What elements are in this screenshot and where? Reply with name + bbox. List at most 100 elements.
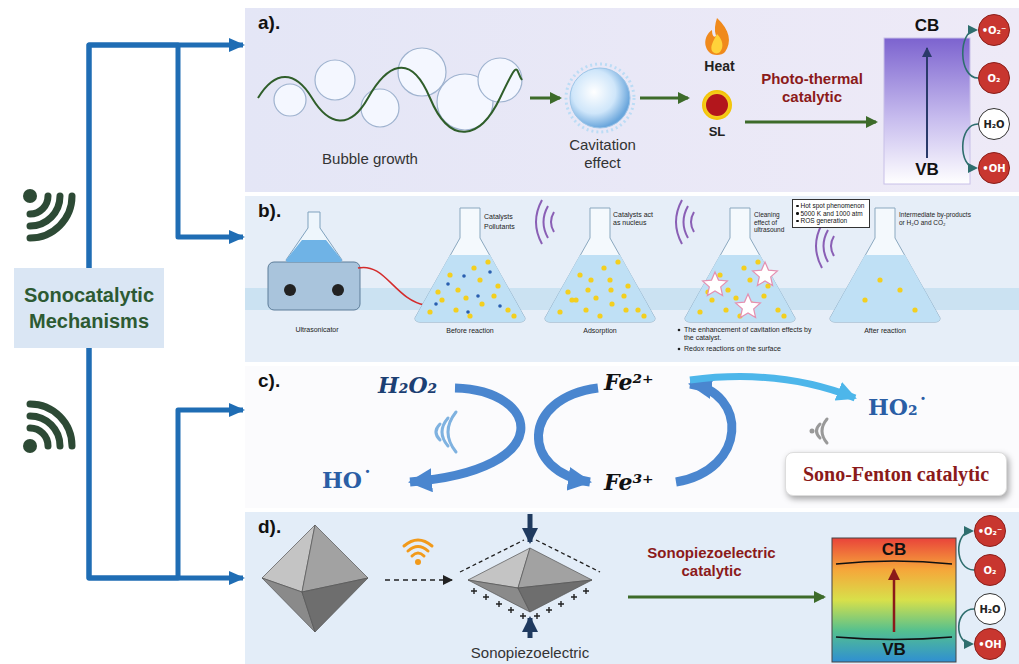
band-label: VB [882,640,906,660]
ultrasonicator [332,284,344,296]
flow-arrow [640,97,688,100]
sound-icon [412,553,424,556]
bullet-dot [678,329,681,332]
band-label: CB [882,540,907,560]
connector [89,45,243,268]
bullet-dot [678,348,681,351]
callout-text: Pollutants [484,223,534,231]
species-circle: •OH [974,628,1006,660]
strained-crystal [518,580,592,612]
bubble-growth [315,60,355,100]
stage-label: Adsorption [550,327,650,335]
ultrasonicator [268,262,360,310]
sound-icon [23,189,37,203]
chem-species: H₂O₂ [378,372,458,398]
sound-icon [30,196,72,238]
cavitation-bubble [566,64,634,132]
sound-icon [448,412,456,452]
octahedron-crystal [302,578,368,632]
note-line: Hot spot phenomenon [796,202,866,210]
flame-icon [711,34,722,53]
sonoluminescence-icon [702,90,732,120]
bubble-growth [361,89,399,127]
connector [89,45,243,268]
bullet-dot [796,220,799,223]
sound-icon [817,424,821,438]
ultrasonicator [268,212,425,310]
sound-icon [404,540,432,565]
bullet-dot [796,212,799,215]
flask [545,255,655,322]
bubble-growth [398,48,446,96]
band-gap [884,38,970,184]
sound-icon [415,559,421,565]
chem-species: HO₂˙ [868,394,958,420]
flask [736,294,761,318]
species-label: O₂ [984,565,997,576]
species-label: •O₂⁻ [982,25,1007,36]
cavitation-bubble [570,68,630,128]
species-circle: •O₂⁻ [974,515,1006,547]
step-label: Cavitation effect [555,136,650,172]
chem-species: HO˙ [322,467,387,493]
bubble-growth [258,68,522,132]
band-gap [832,538,956,662]
sound-icon [810,429,815,434]
note-line: 5000 K and 1000 atm [796,210,866,218]
band-label: CB [915,16,940,36]
band-gap [836,561,952,564]
octahedron-crystal [262,525,368,632]
note-text: 5000 K and 1000 atm [801,210,863,218]
note-text: ROS generation [801,217,848,225]
flask [862,277,917,312]
band-gap [832,538,956,662]
callout-text: Intermediate by-products or H₂O and CO₂ [899,211,971,226]
species-circle: •O₂⁻ [978,14,1010,46]
species-circle: •OH [978,152,1010,184]
sound-icon [30,404,72,446]
strained-crystal [528,618,533,638]
species-circle: H₂O [974,593,1006,625]
chem-species: Fe³⁺ [604,469,674,495]
species-label: O₂ [988,73,1001,84]
note-line: ROS generation [796,217,866,225]
sound-icon [436,412,827,452]
species-label: •O₂⁻ [978,526,1003,537]
sound-icon [30,416,60,446]
sound-icon [404,540,432,546]
callout-text: Catalysts act as nucleus [613,211,661,227]
cavitation-bubble [566,64,634,132]
bullet-dot [796,205,799,208]
flask [434,270,502,314]
sound-icon [408,547,428,552]
band-gap [893,570,896,632]
species-circle: O₂ [978,62,1010,94]
sound-icon [30,196,48,214]
panel-ground [245,366,1019,508]
callout-text: Cleaning effect of ultrasound [754,211,790,234]
chem-species: Fe²⁺ [604,369,674,395]
bullet-dot [678,329,681,351]
strained-crystal [460,514,600,638]
sound-icon [436,424,440,440]
note-box: Hot spot phenomenon5000 K and 1000 atmRO… [792,199,870,228]
flow-arrow [745,121,876,124]
stage-label: After reaction [835,327,935,335]
panel-ground [245,8,1019,192]
heading-text: Sonocatalytic Mechanisms [20,282,158,334]
species-circle: H₂O [978,108,1010,140]
fenton-cycle [690,377,855,398]
connector [959,531,974,570]
connector [959,609,974,644]
flow-arrow [385,579,452,581]
flask [753,262,778,286]
panel-tag: d). [258,516,1006,538]
strained-crystal [471,588,589,619]
sonoluminescence-icon [706,94,728,116]
ultrasound-waves [536,200,554,244]
mechanism-box: Sonocatalytic Mechanisms [14,268,164,348]
species-label: •OH [978,639,1001,650]
bubble-growth [478,58,522,102]
ultrasonicator [286,240,342,262]
flow-arrow [628,596,824,599]
